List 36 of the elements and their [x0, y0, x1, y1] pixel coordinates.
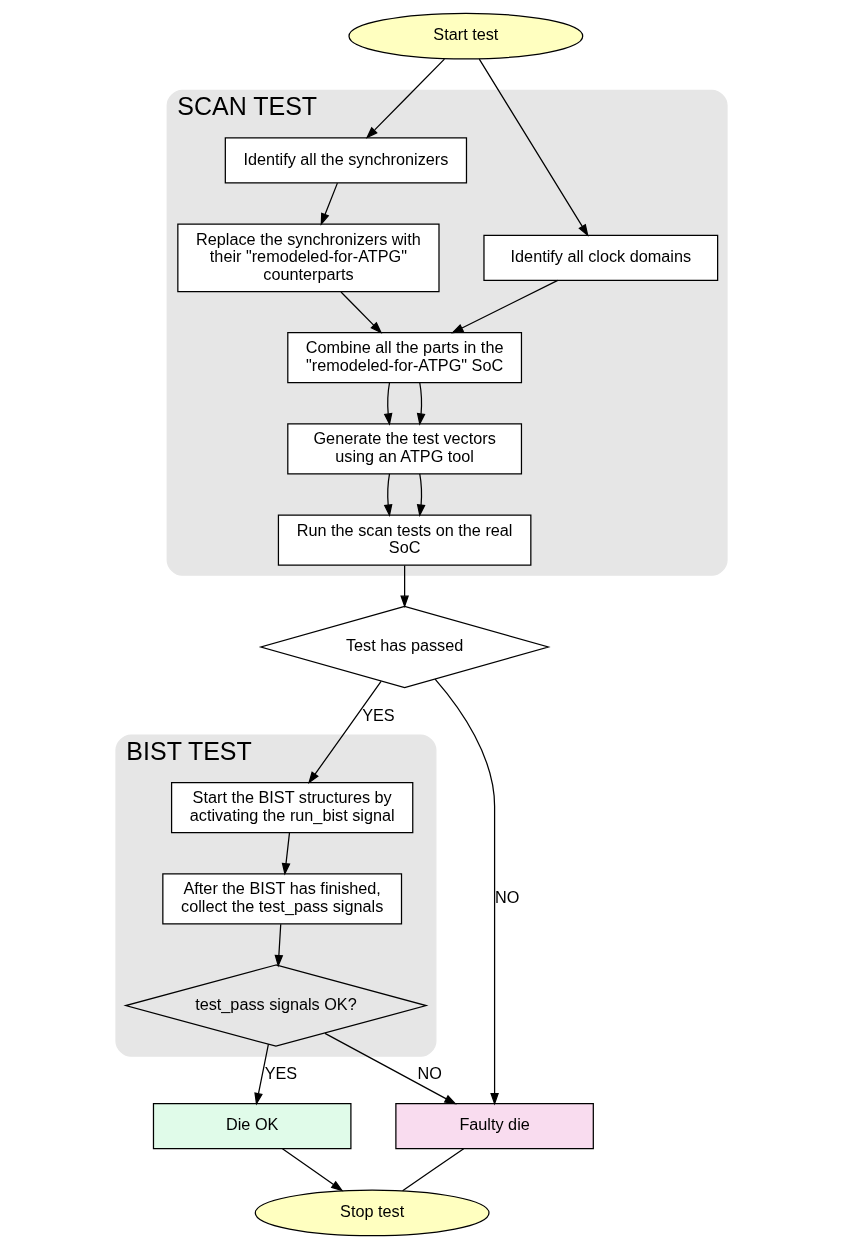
node-box: Faulty die [395, 1103, 594, 1150]
node-box: Identify all clock domains [483, 234, 719, 281]
arrow [434, 678, 499, 1106]
arrow [416, 382, 426, 426]
arrow [340, 291, 383, 334]
node-diamond: Test has passed [258, 605, 551, 689]
arrow [281, 1148, 344, 1192]
arrow [451, 279, 559, 334]
arrow [365, 58, 446, 139]
node-box: Start the BIST structures by activating the run_bist signal [170, 781, 414, 834]
node-ellipse: Stop test [254, 1189, 490, 1237]
node-box: Die OK [152, 1103, 352, 1150]
connector [402, 1148, 465, 1192]
node-diamond: test_pass signals OK? [123, 964, 429, 1047]
node-box: After the BIST has finished, collect the test_pass signals [162, 873, 403, 925]
edge-label: NO [417, 1064, 442, 1083]
node-box: Generate the test vectors using an ATPG tool [287, 423, 523, 475]
node-box: Replace the synchronizers with their "remodeled-for-ATPG" counterparts [177, 223, 440, 293]
arrow [281, 831, 291, 876]
edge-label: YES [264, 1064, 298, 1083]
arrow [478, 58, 589, 237]
arrow [324, 1032, 457, 1105]
arrow [383, 382, 393, 426]
arrow [274, 923, 284, 968]
edge-label: NO [494, 888, 520, 907]
arrow [254, 1043, 270, 1106]
arrow [400, 565, 409, 609]
node-box: Run the scan tests on the real SoC [277, 514, 532, 566]
arrow [308, 680, 382, 784]
node-box: Identify all the synchronizers [224, 137, 468, 184]
node-box: Combine all the parts in the "remodeled-for-ATPG" SoC [287, 332, 523, 384]
arrow [416, 473, 426, 517]
node-ellipse: Start test [348, 12, 584, 60]
arrow [383, 473, 393, 517]
edge-label: YES [362, 705, 395, 724]
arrow [320, 182, 339, 226]
